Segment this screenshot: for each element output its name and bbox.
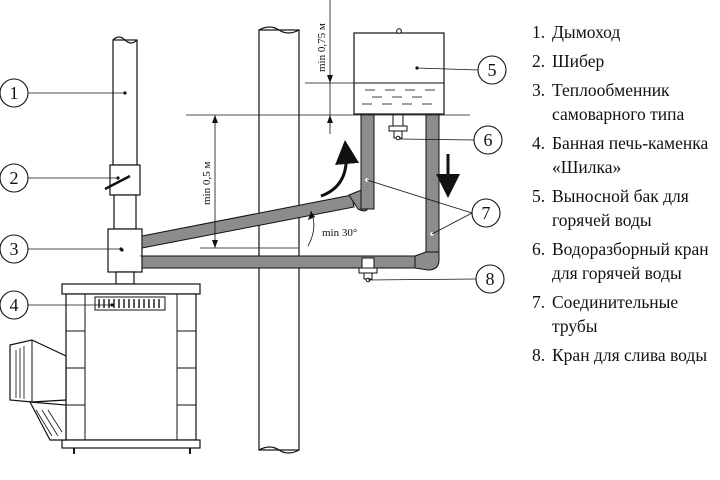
stove	[61, 283, 201, 454]
dim-pipe-angle: min 30°	[322, 227, 357, 239]
callout-8: 8	[475, 264, 505, 294]
legend-item: 1. Дымоход	[532, 20, 720, 44]
callout-6: 6	[473, 125, 503, 155]
hot-water-tank	[353, 28, 445, 115]
callout-4-label: 4	[10, 295, 19, 315]
legend-text: Кран для слива воды	[552, 345, 708, 365]
dim-tank-clearance: min 0,75 м	[316, 23, 328, 72]
legend-number: 1.	[532, 22, 546, 42]
legend-text: Соединительные трубы	[552, 292, 679, 336]
heat-exchanger	[107, 228, 143, 273]
legend-text: Теплообменник самоварного типа	[552, 80, 685, 124]
legend-item: 4. Банная печь-каменка «Шилка»	[532, 131, 720, 179]
chimney	[112, 39, 138, 166]
firebox-tunnel	[9, 339, 67, 441]
legend-item: 5. Выносной бак для горячей воды	[532, 184, 720, 232]
legend-text: Выносной бак для горячей воды	[552, 186, 689, 230]
legend-item: 8. Кран для слива воды	[532, 343, 720, 367]
wall-break-top	[258, 26, 300, 34]
flow-arrow-up	[320, 140, 360, 198]
callout-7: 7	[471, 198, 501, 228]
callout-5: 5	[477, 55, 507, 85]
legend-item: 7. Соединительные трубы	[532, 290, 720, 338]
drain-tap	[358, 257, 378, 283]
legend-number: 8.	[532, 345, 546, 365]
legend-item: 3. Теплообменник самоварного типа	[532, 78, 720, 126]
stove-neck	[115, 271, 135, 285]
callout-8-label: 8	[486, 269, 495, 289]
leader-lines	[28, 67, 479, 306]
callout-3: 3	[0, 234, 29, 264]
legend-number: 2.	[532, 51, 546, 71]
callout-5-label: 5	[488, 60, 497, 80]
callout-6-label: 6	[484, 130, 493, 150]
hot-water-tap	[388, 113, 408, 141]
legend-text: Банная печь-каменка «Шилка»	[552, 133, 709, 177]
callout-7-label: 7	[482, 203, 491, 223]
damper-handle	[104, 174, 131, 191]
legend-number: 3.	[532, 80, 546, 100]
legend-number: 6.	[532, 239, 546, 259]
legend-number: 4.	[532, 133, 546, 153]
chimney-lower	[113, 194, 137, 230]
chimney-break	[112, 36, 138, 44]
callout-4: 4	[0, 290, 29, 320]
legend-item: 6. Водоразборный кран для горячей воды	[532, 237, 720, 285]
legend: 1. Дымоход 2. Шибер 3. Теплообменник самова…	[532, 20, 720, 372]
legend-text: Дымоход	[552, 22, 621, 42]
callout-1-label: 1	[10, 83, 19, 103]
callout-1: 1	[0, 78, 29, 108]
legend-item: 2. Шибер	[532, 49, 720, 73]
wall	[258, 29, 300, 451]
callout-3-label: 3	[10, 239, 19, 259]
legend-text: Шибер	[552, 51, 605, 71]
dim-tank-height: min 0,5 м	[201, 162, 213, 205]
legend-text: Водоразборный кран для горячей воды	[552, 239, 709, 283]
legend-number: 5.	[532, 186, 546, 206]
callout-2-label: 2	[10, 168, 19, 188]
wall-break-bottom	[258, 446, 300, 454]
legend-number: 7.	[532, 292, 546, 312]
connecting-pipes	[141, 112, 440, 271]
callout-2: 2	[0, 163, 29, 193]
